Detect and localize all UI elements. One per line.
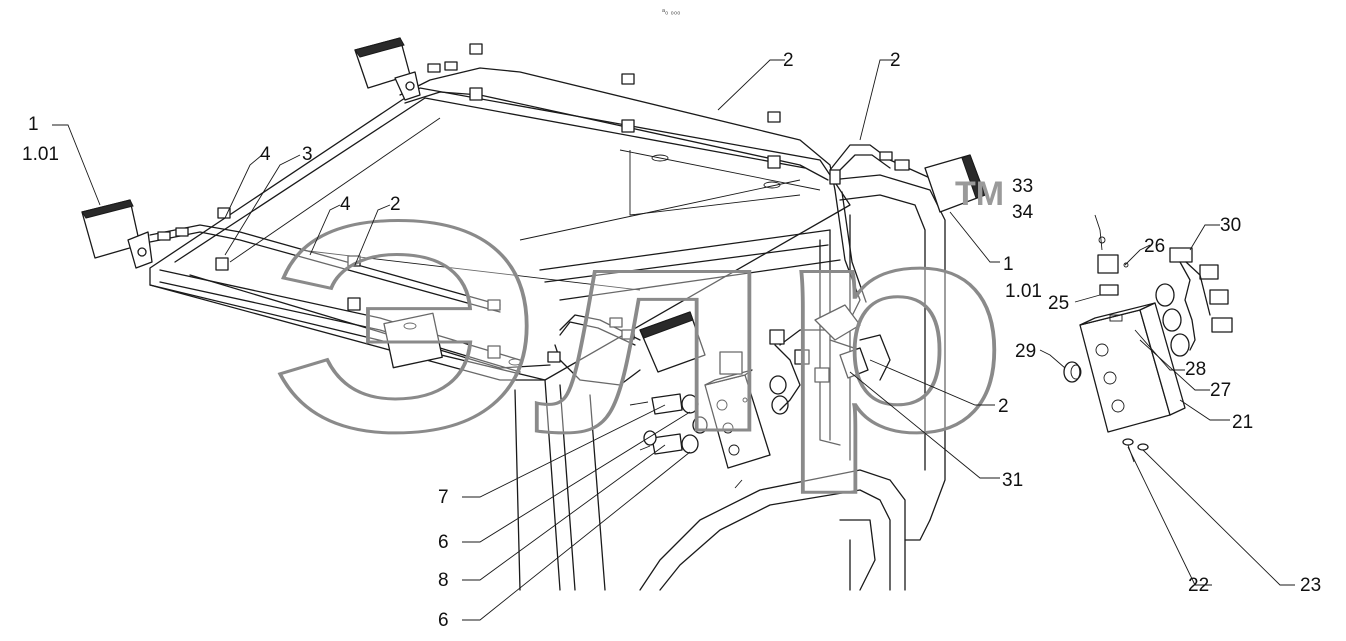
callout-numbers: 1 1.01 4 3 4 2 2 2 33 34 1 1.01 26 30 25…: [22, 50, 1321, 631]
callout-34: 34: [1012, 202, 1034, 223]
cab-roof: [149, 87, 851, 381]
callout-2-c: 2: [890, 50, 901, 71]
callout-4-b: 4: [340, 194, 351, 215]
header-code: ᵃ₀ ₀₀₀: [662, 7, 680, 16]
callout-25: 25: [1048, 293, 1069, 314]
callout-22: 22: [1188, 575, 1209, 596]
leader-lines: [52, 59, 1295, 621]
callout-1-01-right: 1.01: [1005, 281, 1042, 302]
callout-33: 33: [1012, 176, 1033, 197]
callout-26: 26: [1144, 236, 1165, 257]
callout-6-b: 6: [438, 610, 449, 631]
callout-30: 30: [1220, 215, 1241, 236]
callout-23: 23: [1300, 575, 1321, 596]
harness-clips: [215, 43, 841, 363]
callout-21: 21: [1232, 412, 1253, 433]
switch-box-mounted: [629, 304, 869, 489]
callout-27: 27: [1210, 380, 1231, 401]
callout-31: 31: [1002, 470, 1023, 491]
callout-1-left: 1: [28, 114, 39, 135]
callout-28: 28: [1185, 359, 1206, 380]
callout-2-b: 2: [783, 50, 794, 71]
callout-3: 3: [302, 144, 313, 165]
watermark-tm: TM: [955, 175, 1004, 213]
callout-2-d: 2: [998, 396, 1009, 417]
work-lamp-right: [879, 151, 986, 213]
work-lamp-left: [81, 199, 189, 269]
callout-8: 8: [438, 570, 449, 591]
callout-1-01-left: 1.01: [22, 144, 59, 165]
callout-29: 29: [1015, 341, 1036, 362]
work-lamp-top: [354, 37, 458, 101]
switch-box-exploded: [1063, 236, 1233, 463]
watermark-text: Элр: [270, 158, 1010, 496]
callout-2-a: 2: [390, 194, 401, 215]
callout-6-a: 6: [438, 532, 449, 553]
work-lamp-front: [609, 311, 706, 373]
callout-7: 7: [438, 487, 449, 508]
callout-4-a: 4: [260, 144, 271, 165]
watermark: Элр TM: [269, 157, 1012, 498]
callout-1-right: 1: [1003, 254, 1014, 275]
